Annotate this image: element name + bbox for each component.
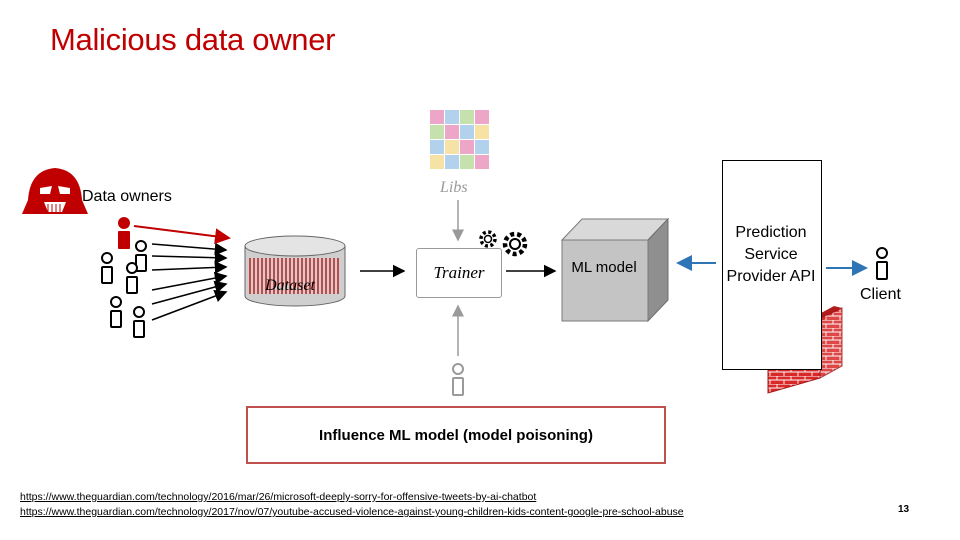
data-arrow bbox=[151, 289, 228, 321]
malicious-owner-icon bbox=[22, 168, 88, 214]
client-label: Client bbox=[860, 286, 901, 303]
malicious-person-icon bbox=[118, 217, 130, 249]
person-icon bbox=[135, 240, 147, 272]
influence-label: Influence ML model (model poisoning) bbox=[319, 426, 593, 444]
person-icon bbox=[101, 252, 113, 284]
puzzle-icon bbox=[430, 110, 489, 169]
data-owners-label: Data owners bbox=[82, 188, 172, 205]
dataset-label: Dataset bbox=[264, 277, 315, 294]
trainer-label: Trainer bbox=[433, 263, 485, 282]
data-arrow bbox=[151, 251, 228, 265]
slide-title: Malicious data owner bbox=[50, 22, 336, 57]
person-icon bbox=[126, 262, 138, 294]
person-icon bbox=[110, 296, 122, 328]
data-arrow bbox=[151, 280, 228, 305]
prediction-service-box bbox=[722, 160, 822, 370]
influence-box: Influence ML model (model poisoning) bbox=[246, 406, 666, 464]
data-arrow bbox=[151, 271, 228, 291]
trainer-box: Trainer bbox=[416, 248, 502, 298]
gray-person-icon bbox=[452, 363, 464, 396]
client-person-icon bbox=[876, 247, 888, 280]
prediction-service-label: Prediction Service Provider API bbox=[726, 224, 816, 285]
poison-arrow bbox=[133, 225, 231, 245]
dataset-cylinder: Dataset bbox=[244, 235, 346, 307]
libs-label: Libs bbox=[440, 179, 468, 196]
reference-link[interactable]: https://www.theguardian.com/technology/2… bbox=[20, 491, 537, 503]
data-arrow bbox=[151, 242, 228, 256]
data-arrow bbox=[151, 261, 228, 274]
ml-model-cube bbox=[560, 217, 670, 323]
ml-model-label: ML model bbox=[571, 259, 637, 276]
person-icon bbox=[133, 306, 145, 338]
page-number: 13 bbox=[898, 504, 910, 515]
gears-icon bbox=[479, 230, 528, 257]
reference-link[interactable]: https://www.theguardian.com/technology/2… bbox=[20, 506, 684, 518]
